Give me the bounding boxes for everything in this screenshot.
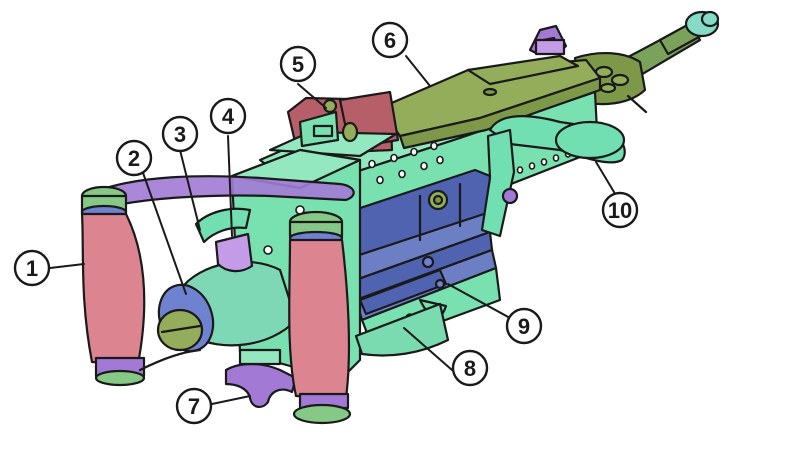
callout-circle [175, 387, 213, 425]
feed-cover [378, 54, 602, 150]
receiver-cradle [354, 302, 450, 357]
callout-6: 6 [371, 21, 409, 59]
spade-grip-right [288, 210, 352, 425]
callout-number: 3 [174, 122, 186, 147]
rear-sight [268, 90, 400, 158]
callout-7: 7 [175, 387, 213, 425]
leader-4 [227, 135, 233, 237]
charging-handle [427, 115, 626, 238]
callout-number: 6 [384, 28, 396, 53]
callout-number: 4 [222, 104, 235, 129]
callout-number: 5 [292, 52, 304, 77]
buffer-tube [156, 260, 298, 353]
callout-1: 1 [13, 249, 51, 287]
muzzle [684, 10, 720, 38]
leader-lines [49, 55, 621, 405]
callout-circle [13, 249, 51, 287]
leader-2 [141, 169, 187, 295]
callout-5: 5 [279, 45, 317, 83]
leader-1 [49, 263, 85, 269]
callout-circle [371, 21, 409, 59]
callout-number: 2 [128, 146, 140, 171]
callout-number: 8 [464, 356, 476, 381]
leader-8 [403, 327, 453, 371]
leader-5 [297, 83, 327, 109]
callout-circle [115, 139, 153, 177]
callout-layer: 1 2 3 4 5 6 7 8 9 10 [13, 21, 639, 425]
callout-number: 1 [26, 256, 38, 281]
grip-frame [98, 175, 355, 244]
trigger-safety [224, 348, 298, 408]
leader-9 [447, 283, 511, 319]
trigger [214, 232, 254, 273]
callout-number: 7 [188, 394, 200, 419]
callout-8: 8 [451, 349, 489, 387]
callout-circle [209, 97, 247, 135]
callout-3: 3 [161, 115, 199, 153]
callout-circle [601, 191, 639, 229]
callout-number: 9 [518, 314, 530, 339]
leader-3 [179, 149, 201, 231]
front-sight [528, 24, 568, 56]
callout-2: 2 [115, 139, 153, 177]
callout-10: 10 [601, 191, 639, 229]
bolt [358, 255, 448, 316]
callout-9: 9 [505, 307, 543, 345]
spade-grip-left [80, 185, 202, 387]
callout-circle [505, 307, 543, 345]
callout-circle [451, 349, 489, 387]
callout-circle [279, 45, 317, 83]
callout-number: 10 [608, 198, 632, 223]
leader-6 [405, 55, 431, 87]
callout-4: 4 [209, 97, 247, 135]
leader-7 [211, 395, 251, 405]
callout-circle [161, 115, 199, 153]
